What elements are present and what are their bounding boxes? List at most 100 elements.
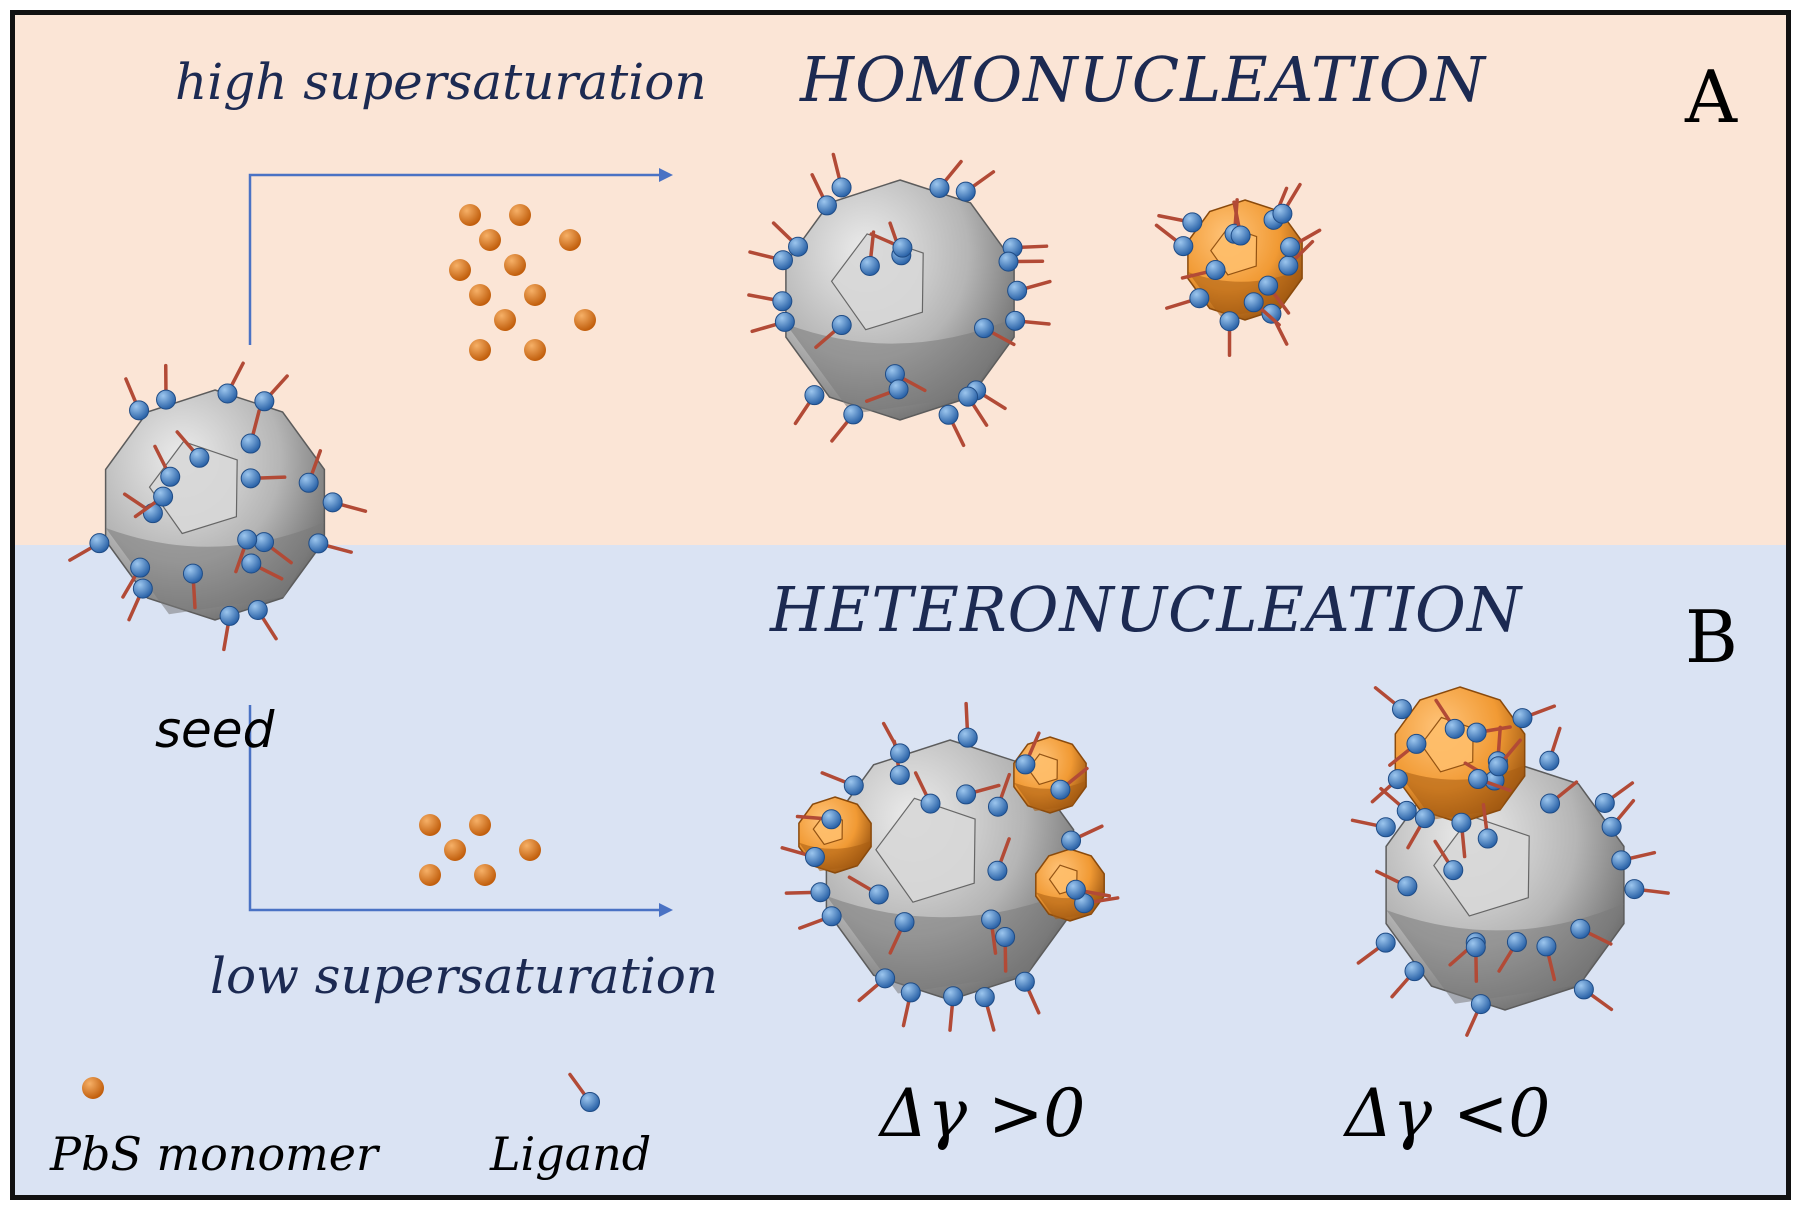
ligand-icon [859,230,880,276]
ligand-icon [1466,722,1512,743]
ligand-icon [1180,260,1226,281]
ligand-icon [888,912,915,955]
ligand-icon [1570,918,1613,946]
ligand-icon [820,771,864,796]
ligand-icon [240,408,261,454]
ligand-icon [1261,303,1289,346]
panel-a-label: A [1685,55,1737,139]
ligand-icon [175,430,210,468]
ligand-icon [241,553,284,581]
monomer-dot-icon [504,254,526,276]
monomer-dot-icon [509,204,531,226]
ligand-icon [1573,979,1614,1012]
panel-b-label: B [1685,595,1738,679]
ligand-icon [121,557,151,599]
ligand-icon [869,232,913,258]
ligand-icon [322,492,368,513]
monomer-dot-icon [479,229,501,251]
ligand-icon [1154,223,1194,257]
heteronucleation-title: HETERONUCLEATION [770,573,1523,646]
ligand-icon [1272,182,1302,224]
ligand-icon [1468,769,1512,793]
legend-monomer-icon [82,1077,104,1099]
ligand-icon [1465,937,1486,983]
ligand-icon [900,982,921,1028]
ligand-icon [957,701,978,748]
ligand-icon [1015,731,1041,775]
ligand-icon [124,377,150,421]
diagram-artwork [68,152,1670,1112]
monomer-dot-icon [449,259,471,281]
ligand-icon [1258,275,1291,315]
monomer-dot-icon [574,309,596,331]
ligand-icon [1451,812,1472,859]
ligand-icon [938,404,966,448]
figure-frame: high supersaturation HOMONUCLEATION A HE… [10,10,1791,1200]
ligand-icon [182,563,203,610]
ligand-icon [987,772,1012,817]
ligand-icon [771,221,809,257]
homonucleation-title: HOMONUCLEATION [800,43,1486,116]
ligand-icon [1601,798,1636,837]
ligand-icon [1050,766,1089,800]
ligand-icon [793,385,825,426]
ligand-icon [1497,932,1527,973]
ligand-icon [1280,228,1322,258]
ligand-icon [1488,738,1522,777]
ligand-icon [974,987,996,1032]
ligand-icon [1375,869,1418,897]
ligand-icon [830,404,864,443]
monomer-dot-icon [524,284,546,306]
ligand-icon [1477,803,1498,849]
monomer-dot-icon [494,309,516,331]
seed-particle-icon [104,389,326,621]
ligand-icon [1373,686,1412,720]
ligand-icon [748,250,793,271]
ligand-icon [1065,879,1112,900]
ligand-icon [1230,200,1251,246]
ligand-icon [929,159,963,198]
monomer-dot-icon [469,284,491,306]
ligand-icon [1061,824,1104,851]
ligand-icon [881,721,911,764]
ligand-icon [156,363,177,410]
monomer-dot-icon [419,814,441,836]
ligand-icon [1350,817,1396,838]
ligand-icon [981,909,1002,955]
monomer-dot-icon [469,814,491,836]
ligand-icon [298,449,323,493]
ligand-icon [127,578,153,622]
ligand-icon [810,173,837,216]
ligand-icon [133,486,174,519]
ligand-icon [995,926,1016,973]
ligand-icon [1434,698,1465,739]
ligand-icon [780,846,825,868]
ligand-icon [234,529,258,574]
legend-monomer-label: PbS monomer [50,1127,378,1181]
ligand-icon [955,170,996,202]
ligand-icon [958,386,989,427]
legend-ligand-label: Ligand [490,1127,652,1181]
ligand-icon [1007,279,1052,301]
ligand-icon [784,882,831,903]
ligand-icon [847,875,889,905]
arrow-down-icon [248,705,673,917]
monomers-layer [82,204,596,1099]
ligand-icon [254,374,289,412]
ligand-icon [798,906,842,930]
monomer-dot-icon [459,204,481,226]
ligand-icon [747,291,793,312]
monomer-dot-icon [559,229,581,251]
ligand-icon [1014,971,1041,1015]
nucleus-particle-icon [1013,736,1087,814]
ligand-icon [1219,311,1240,357]
ligand-icon [219,605,240,652]
ligand-icon [1433,839,1464,881]
seed-particle-icon [1385,759,1625,1011]
ligand-icon [943,986,964,1032]
ligand-icon [831,152,852,198]
ligand-icon [247,600,278,641]
ligand-icon [68,533,110,562]
monomer-dot-icon [474,864,496,886]
ligand-icon [153,444,181,487]
